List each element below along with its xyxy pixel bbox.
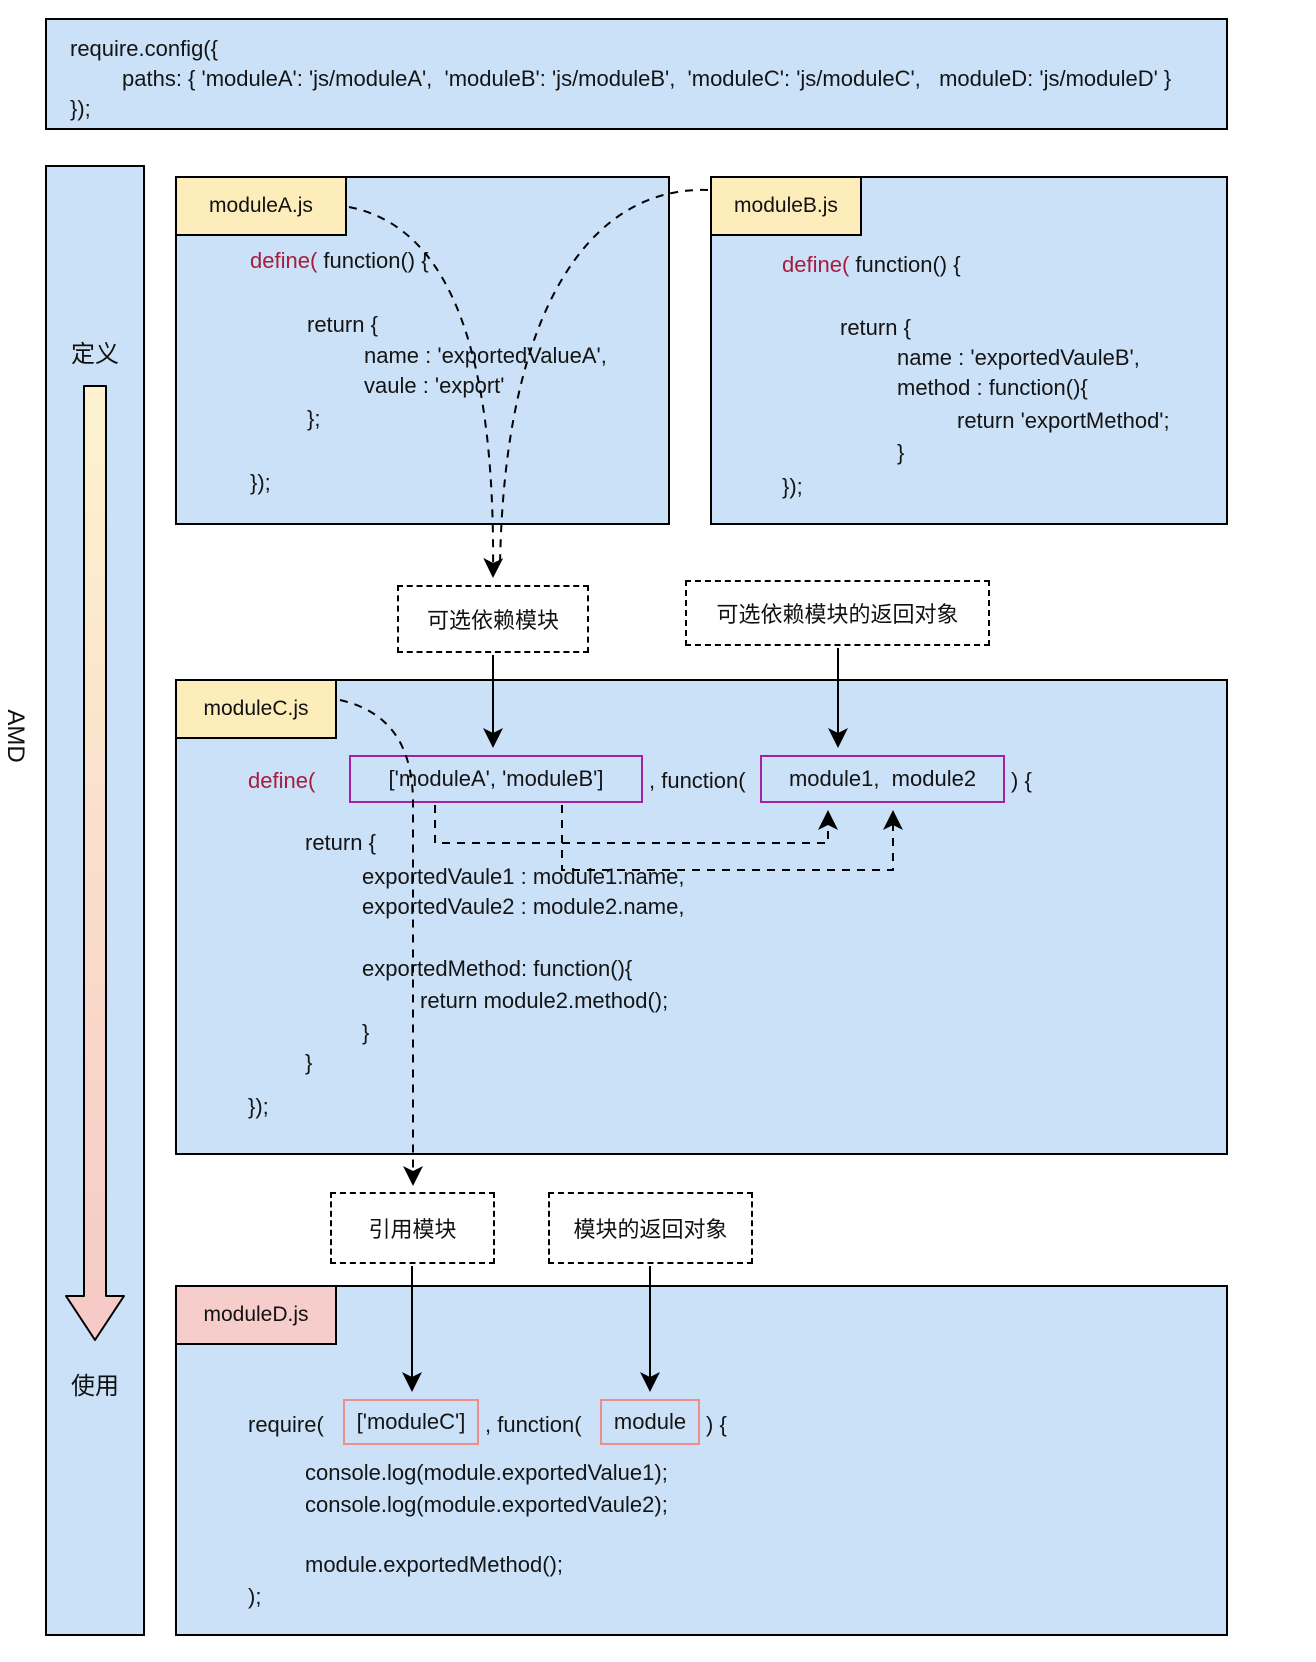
module-c-params: module1, module2 [788,766,977,791]
module-d-tab: moduleD.js [175,1285,337,1345]
module-a-define-rest: function() { [317,248,429,273]
module-d-deps: ['moduleC'] [356,1409,466,1434]
module-b-close: }); [782,474,803,499]
module-b-title: moduleB.js [734,194,838,217]
module-d-method: module.exportedMethod(); [305,1552,564,1577]
module-c-deps-box: ['moduleA', 'moduleB'] [349,755,643,803]
optional-dep-annotation: 可选依赖模块 [397,585,589,653]
module-b-method: method : function(){ [897,375,1088,400]
module-d-title: moduleD.js [203,1303,309,1326]
optional-dep-return-label: 可选依赖模块的返回对象 [716,602,959,627]
module-a-keyword: define( [250,248,318,273]
module-b-return: return { [840,315,911,340]
module-return-label: 模块的返回对象 [573,1217,728,1242]
module-d-after-params: ) { [706,1412,727,1437]
module-a-close: }); [250,470,271,495]
use-phase-label: 使用 [71,1373,119,1400]
module-b-method-body: return 'exportMethod'; [957,408,1170,433]
module-c-method: exportedMethod: function(){ [362,956,633,981]
module-c-v1: exportedVaule1 : module1.name, [362,864,685,889]
module-return-annotation: 模块的返回对象 [548,1192,753,1264]
module-b-name: name : 'exportedVauleB', [897,345,1140,370]
define-phase-label: 定义 [71,341,119,368]
module-a-name: name : 'exportedValueA', [364,343,607,368]
module-c-keyword: define( [248,768,316,793]
module-d-log2: console.log(module.exportedVaule2); [305,1492,668,1517]
module-d-params: module [613,1409,687,1434]
module-c-obj-close: } [305,1050,313,1075]
module-c-method-close: } [362,1020,370,1045]
module-c-after-params: ) { [1011,768,1032,793]
module-a-title: moduleA.js [209,194,313,217]
module-c-v2: exportedVaule2 : module2.name, [362,894,685,919]
ref-module-annotation: 引用模块 [330,1192,495,1264]
module-a-define-line: define( function() { [250,248,429,274]
module-b-keyword: define( [782,252,850,277]
module-a-value: vaule : 'export' [364,373,505,398]
module-c-title: moduleC.js [203,697,309,720]
config-line-2: paths: { 'moduleA': 'js/moduleA', 'modul… [122,66,1172,91]
module-b-tab: moduleB.js [710,176,862,236]
module-c-between: , function( [649,768,746,793]
module-c-close: }); [248,1094,269,1119]
module-a-box: moduleA.js define( function() { return {… [175,176,670,525]
optional-dep-label: 可选依赖模块 [426,608,559,633]
module-b-box: moduleB.js define( function() { return {… [710,176,1228,525]
module-d-keyword: require( [248,1412,324,1437]
module-d-close: ); [248,1584,262,1609]
config-line-1: require.config({ [70,36,218,61]
module-d-log1: console.log(module.exportedValue1); [305,1460,668,1485]
module-d-between: , function( [485,1412,582,1437]
module-c-return: return { [305,830,376,855]
require-config-box: require.config({ paths: { 'moduleA': 'js… [45,18,1228,130]
module-c-params-box: module1, module2 [760,755,1005,803]
module-a-return: return { [307,312,378,337]
module-d-params-box: module [600,1399,700,1445]
module-c-deps: ['moduleA', 'moduleB'] [388,766,604,791]
module-b-define-line: define( function() { [782,252,961,278]
module-c-box: moduleC.js [175,679,1228,1155]
module-a-obj-close: }; [307,406,321,431]
module-d-deps-box: ['moduleC'] [343,1399,479,1445]
module-b-define-rest: function() { [849,252,961,277]
module-c-tab: moduleC.js [175,679,337,739]
amd-axis-label: AMD [2,709,29,763]
module-b-method-close: } [897,440,905,465]
module-a-tab: moduleA.js [175,176,347,236]
module-c-method-body: return module2.method(); [420,988,669,1013]
lifecycle-sidebar [45,165,145,1636]
ref-module-label: 引用模块 [368,1217,457,1242]
optional-dep-return-annotation: 可选依赖模块的返回对象 [685,580,990,646]
config-line-3: }); [70,96,91,121]
module-d-box: moduleD.js [175,1285,1228,1636]
